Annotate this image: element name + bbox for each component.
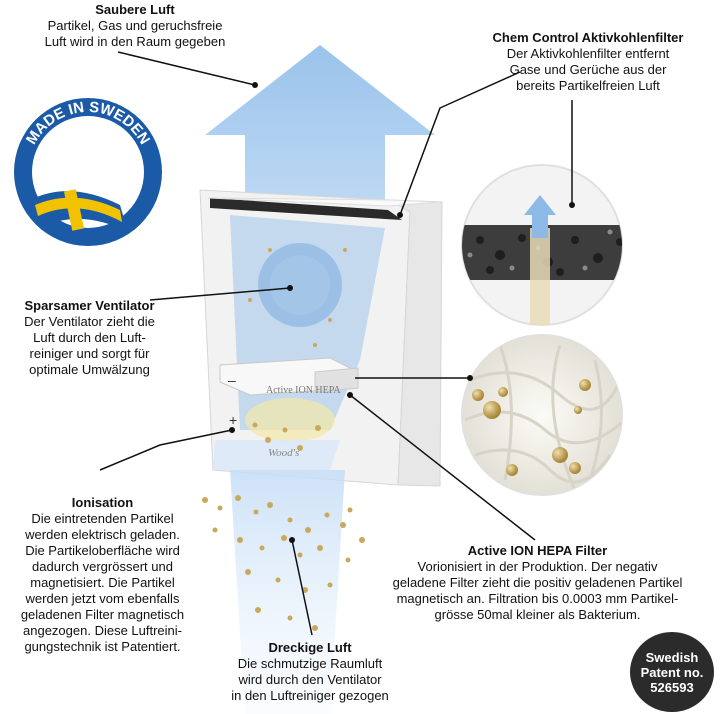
fan-annotation: Sparsamer Ventilator Der Ventilator zieh… [2, 298, 177, 378]
ionisation-title: Ionisation [71, 495, 134, 510]
fan-desc: Der Ventilator zieht die Luft durch den … [24, 314, 155, 377]
made-in-sweden-badge [14, 98, 162, 246]
ionisation-desc: Die eintretenden Partikel werden elektri… [20, 511, 185, 654]
dirty-air-desc: Die schmutzige Raumluft wird durch den V… [231, 656, 389, 703]
leader-lines [99, 51, 573, 636]
chem-filter-title: Chem Control Aktivkohlenfilter [492, 30, 684, 45]
clean-air-annotation: Saubere Luft Partikel, Gas und geruchsfr… [10, 2, 260, 50]
dirty-air-stream [230, 470, 345, 714]
clean-air-desc: Partikel, Gas und geruchsfreie Luft wird… [44, 18, 226, 49]
air-purifier-device [199, 189, 443, 487]
chem-filter-annotation: Chem Control Aktivkohlenfilter Der Aktiv… [458, 30, 718, 94]
hepa-desc: Vorionisiert in der Produktion. Der nega… [392, 559, 683, 622]
hepa-annotation: Active ION HEPA Filter Vorionisiert in d… [355, 543, 720, 623]
hepa-title: Active ION HEPA Filter [467, 543, 608, 558]
device-brand-label: Wood's [268, 447, 300, 459]
plus-sign: + [229, 412, 238, 428]
clean-air-title: Saubere Luft [95, 2, 175, 17]
fan-title: Sparsamer Ventilator [24, 298, 155, 313]
particles [202, 248, 365, 631]
carbon-filter-closeup [461, 164, 623, 326]
device-filter-label: Active ION HEPA [266, 385, 341, 396]
ionisation-annotation: Ionisation Die eintretenden Partikel wer… [0, 495, 205, 655]
dirty-air-title: Dreckige Luft [268, 640, 352, 655]
patent-badge: Swedish Patent no. 526593 [630, 632, 714, 712]
svg-text:MADE IN SWEDEN: MADE IN SWEDEN [23, 99, 153, 148]
hepa-filter-closeup [461, 334, 623, 496]
made-in-sweden-text: MADE IN SWEDEN [23, 99, 153, 148]
dirty-air-annotation: Dreckige Luft Die schmutzige Raumluft wi… [205, 640, 415, 704]
chem-filter-desc: Der Aktivkohlenfilter entfernt Gase und … [506, 46, 670, 93]
minus-sign: – [228, 372, 236, 388]
